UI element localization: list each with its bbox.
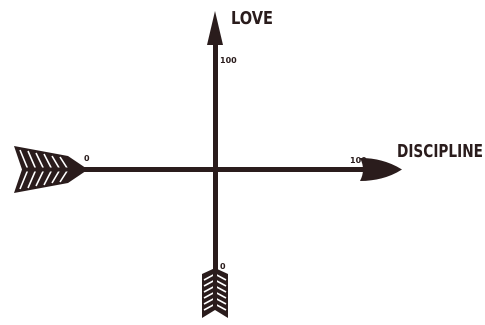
vertical-max-label: 100 (220, 56, 237, 65)
horizontal-arrow-shaft (60, 167, 372, 172)
vertical-arrow-shaft (213, 42, 218, 280)
horizontal-max-label: 100 (350, 156, 367, 165)
horizontal-fletching-icon (14, 146, 88, 193)
vertical-axis-title: LOVE (231, 8, 273, 29)
horizontal-min-label: 0 (84, 154, 90, 163)
vertical-fletching-icon (202, 268, 228, 318)
vertical-min-label: 0 (220, 262, 226, 271)
vertical-arrowhead-icon (207, 11, 223, 45)
horizontal-axis-title: DISCIPLINE (397, 141, 483, 162)
